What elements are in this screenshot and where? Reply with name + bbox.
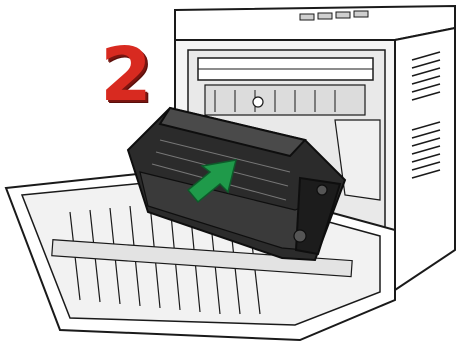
step-number: 2	[96, 42, 156, 108]
